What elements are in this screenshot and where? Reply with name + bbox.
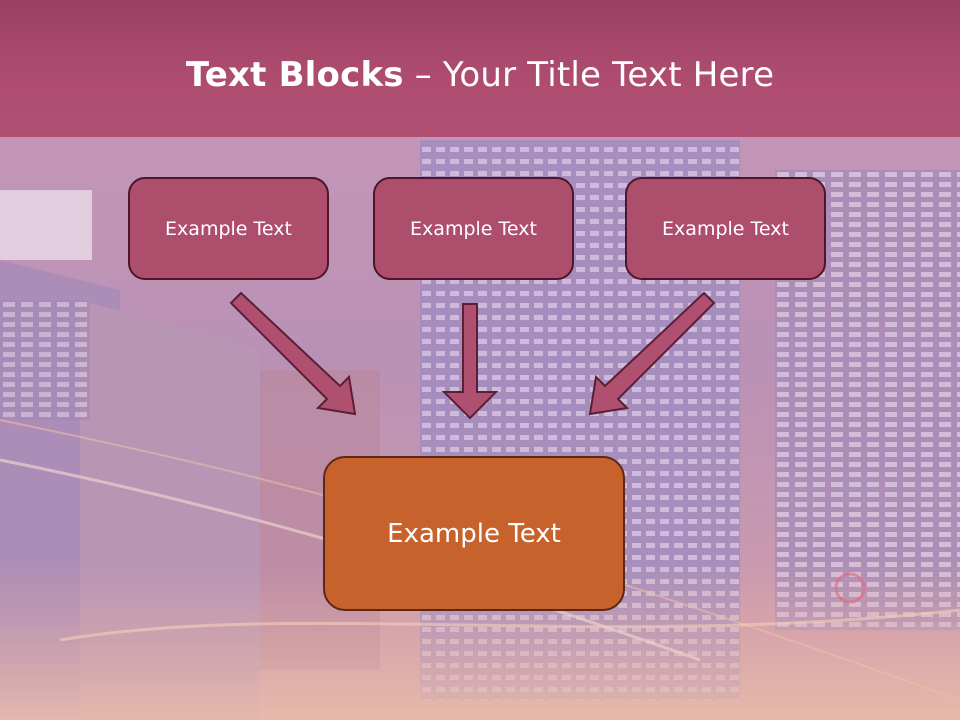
arrow-left xyxy=(229,291,357,416)
slide-title: Text Blocks – Your Title Text Here xyxy=(0,52,960,98)
title-bar xyxy=(0,0,960,137)
text-block-2-label: Example Text xyxy=(410,217,537,240)
text-block-1-label: Example Text xyxy=(165,217,292,240)
arrow-right xyxy=(588,291,716,416)
text-block-3-label: Example Text xyxy=(662,217,789,240)
title-rest: – Your Title Text Here xyxy=(403,55,775,95)
title-bold: Text Blocks xyxy=(185,55,404,95)
text-block-3: Example Text xyxy=(625,177,826,280)
text-block-2: Example Text xyxy=(373,177,574,280)
result-block: Example Text xyxy=(323,456,625,611)
text-block-1: Example Text xyxy=(128,177,329,280)
result-block-label: Example Text xyxy=(387,518,561,549)
arrow-center xyxy=(441,303,499,420)
